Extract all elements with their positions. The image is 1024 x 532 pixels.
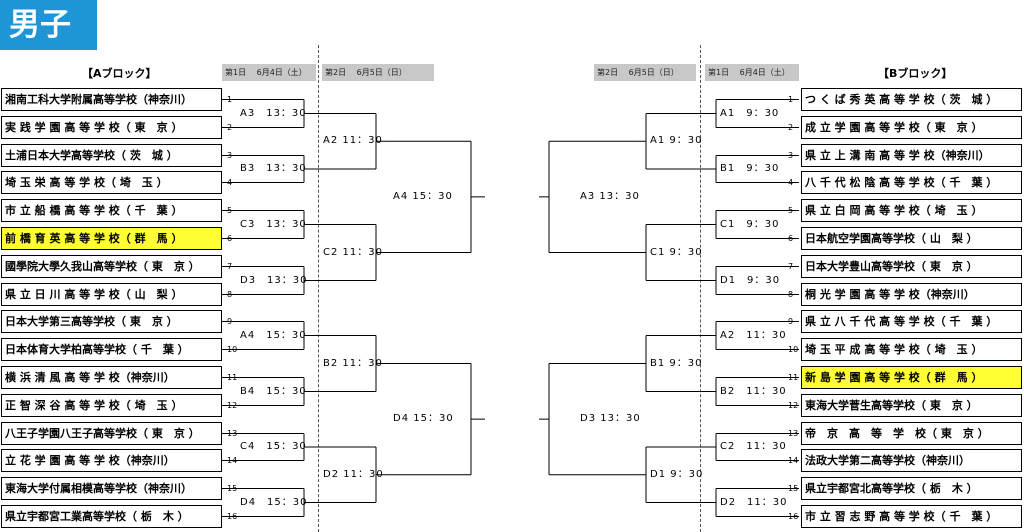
team-entry: つ く ば 秀 英 高 等 学 校（ 茨 城 ） <box>801 88 1022 111</box>
b-day-divider <box>700 45 701 532</box>
b-header-day1: 第1日 6月4日（土） <box>705 64 799 81</box>
team-entry: 日本大学第三高等学校（ 東 京 ） <box>1 310 222 333</box>
match-label-r1: C3 13：30 <box>240 218 307 230</box>
match-label-r2: A2 11：30 <box>323 135 383 147</box>
team-entry: 東海大学菅生高等学校（ 東 京 ） <box>801 394 1022 417</box>
team-entry: 土浦日本大学高等学校（ 茨 城 ） <box>1 144 222 167</box>
a-block-label: 【Aブロック】 <box>82 67 157 80</box>
match-label-r2: B2 11：30 <box>323 357 383 369</box>
team-entry: 正 智 深 谷 高 等 学 校（ 埼 玉 ） <box>1 394 222 417</box>
team-entry: 日本大学豊山高等学校（ 東 京 ） <box>801 255 1022 278</box>
team-entry: 立 花 学 園 高 等 学 校（神奈川） <box>1 449 222 472</box>
match-label-r3: A3 13：30 <box>580 190 640 202</box>
match-label-r1: B4 15：30 <box>240 385 307 397</box>
match-label-r1: A4 15：30 <box>240 329 307 341</box>
team-entry: 県 立 日 川 高 等 学 校（ 山 梨 ） <box>1 283 222 306</box>
match-label-r1: C2 11：30 <box>720 441 787 452</box>
team-entry: 埼 玉 平 成 高 等 学 校（ 埼 玉 ） <box>801 338 1022 361</box>
match-label-r3: D4 15：30 <box>393 413 454 425</box>
team-entry: 実 践 学 園 高 等 学 校（ 東 京 ） <box>1 116 222 139</box>
team-entry: 県 立 八 千 代 高 等 学 校（ 千 葉 ） <box>801 310 1022 333</box>
team-entry: 県 立 上 溝 南 高 等 学 校（神奈川） <box>801 144 1022 167</box>
a-day-divider <box>318 45 319 532</box>
team-entry: 日本体育大学柏高等学校（ 千 葉 ） <box>1 338 222 361</box>
match-label-r1: C1 9：30 <box>720 218 780 230</box>
team-entry: 八 千 代 松 陰 高 等 学 校（ 千 葉 ） <box>801 171 1022 194</box>
team-entry: 湘南工科大学附属高等学校（神奈川） <box>1 88 222 111</box>
team-entry: 東海大学付属相模高等学校（神奈川） <box>1 477 222 500</box>
page-title: 男子 <box>0 0 97 50</box>
match-label-r1: B2 11：30 <box>720 385 787 397</box>
match-label-r2: D2 11：30 <box>323 468 384 480</box>
team-entry: 新 島 学 園 高 等 学 校（ 群 馬 ） <box>801 366 1022 389</box>
b-header-day2: 第2日 6月5日（日） <box>594 64 696 81</box>
b-block-label: 【Bブロック】 <box>878 67 953 80</box>
team-entry: 前 橋 育 英 高 等 学 校（ 群 馬 ） <box>1 227 222 250</box>
match-label-r1: C4 15：30 <box>240 441 307 452</box>
match-label-r2: B1 9：30 <box>650 357 703 369</box>
match-label-r1: A1 9：30 <box>720 107 780 119</box>
match-label-r2: C2 11：30 <box>323 246 383 258</box>
team-entry: 埼 玉 栄 高 等 学 校（ 埼 玉 ） <box>1 171 222 194</box>
a-header-day2: 第2日 6月5日（日） <box>322 64 434 81</box>
match-label-r1: D1 9：30 <box>720 274 781 286</box>
team-entry: 法政大学第二高等学校（神奈川） <box>801 449 1022 472</box>
team-entry: 県 立 白 岡 高 等 学 校（ 埼 玉 ） <box>801 199 1022 222</box>
match-label-r3: D3 13：30 <box>580 413 641 425</box>
team-entry: 桐 光 学 園 高 等 学 校（神奈川） <box>801 283 1022 306</box>
team-entry: 市 立 習 志 野 高 等 学 校（ 千 葉 ） <box>801 505 1022 528</box>
team-entry: 横 浜 清 風 高 等 学 校（神奈川） <box>1 366 222 389</box>
match-label-r1: A2 11：30 <box>720 329 787 341</box>
match-label-r1: D4 15：30 <box>240 496 308 508</box>
match-label-r1: D2 11：30 <box>720 496 788 508</box>
team-entry: 市 立 船 橋 高 等 学 校（ 千 葉 ） <box>1 199 222 222</box>
team-entry: 日本航空学園高等学校（ 山 梨 ） <box>801 227 1022 250</box>
match-label-r2: A1 9：30 <box>650 135 703 147</box>
match-label-r2: C1 9：30 <box>650 246 703 258</box>
team-entry: 県立宇都宮工業高等学校（ 栃 木 ） <box>1 505 222 528</box>
team-entry: 成 立 学 園 高 等 学 校（ 東 京 ） <box>801 116 1022 139</box>
match-label-r3: A4 15：30 <box>393 190 453 202</box>
a-header-day1: 第1日 6月4日（土） <box>222 64 316 81</box>
match-label-r1: B3 13：30 <box>240 163 307 174</box>
team-entry: 國學院大學久我山高等学校（ 東 京 ） <box>1 255 222 278</box>
team-entry: 県立宇都宮北高等学校（ 栃 木 ） <box>801 477 1022 500</box>
match-label-r1: D3 13：30 <box>240 274 308 286</box>
match-label-r1: A3 13：30 <box>240 107 307 119</box>
team-entry: 帝 京 高 等 学 校（ 東 京 ） <box>801 422 1022 445</box>
team-entry: 八王子学園八王子高等学校（ 東 京 ） <box>1 422 222 445</box>
match-label-r2: D1 9：30 <box>650 468 704 480</box>
match-label-r1: B1 9：30 <box>720 163 780 174</box>
